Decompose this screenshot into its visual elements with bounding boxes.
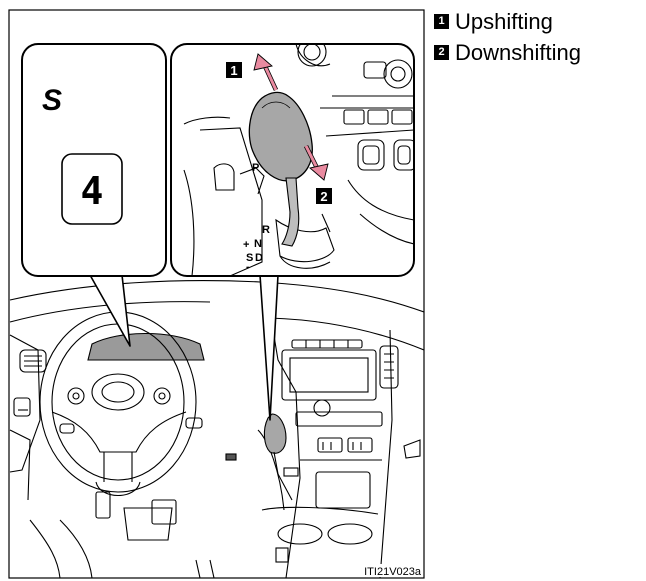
position-label-d: D: [255, 252, 263, 264]
shift-mode-letter: S: [42, 84, 62, 117]
position-label-n: N: [254, 238, 262, 250]
legend-number-2: 2: [434, 45, 449, 60]
shift-diagram: S 4: [0, 0, 430, 581]
callout-number-1: 1: [230, 63, 237, 78]
callout-number-2: 2: [320, 189, 327, 204]
meter-display-inset: S 4: [22, 44, 166, 276]
figure-code: ITI21V023a: [364, 566, 422, 578]
gear-indicator-digit: 4: [81, 169, 104, 213]
legend-item-downshifting: 2 Downshifting: [434, 37, 581, 68]
position-label-p: P: [252, 162, 259, 174]
legend-label-upshifting: Upshifting: [455, 9, 553, 35]
position-label-r: R: [262, 224, 270, 236]
legend-label-downshifting: Downshifting: [455, 40, 581, 66]
legend: 1 Upshifting 2 Downshifting: [434, 6, 581, 68]
position-label-minus: -: [246, 261, 250, 273]
legend-item-upshifting: 1 Upshifting: [434, 6, 581, 37]
shift-lever-inset: P R N S D + - 1 2: [171, 38, 416, 276]
legend-number-1: 1: [434, 14, 449, 29]
position-label-plus: +: [243, 239, 249, 251]
